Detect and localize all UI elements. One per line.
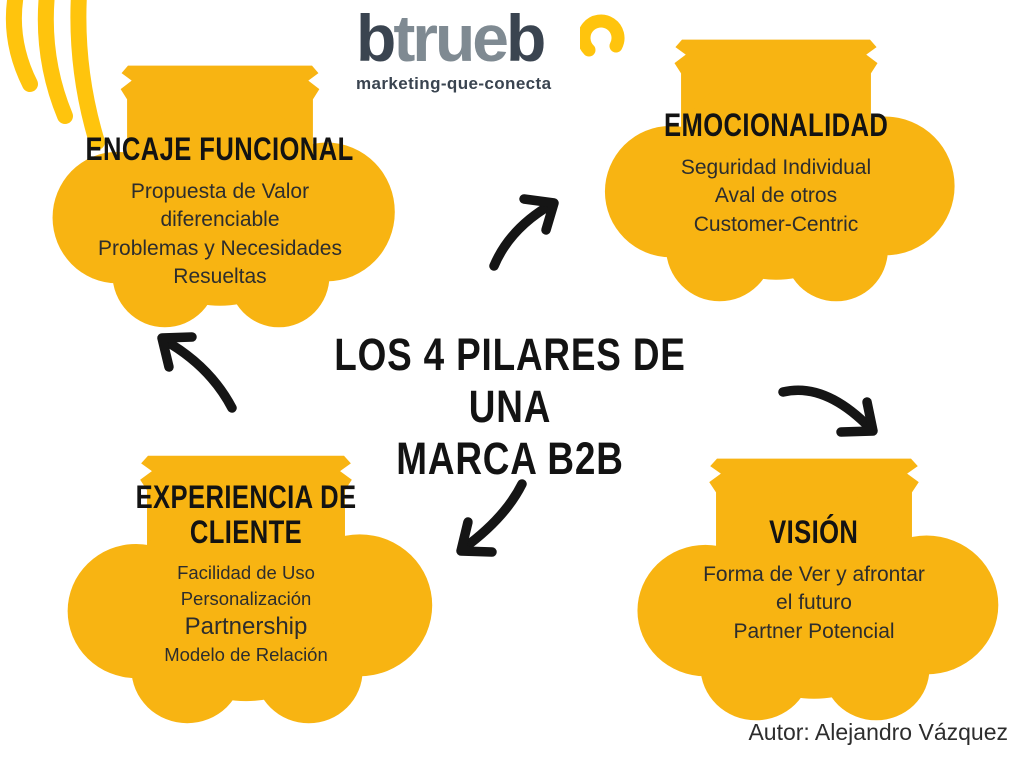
- pillar-text-line: Aval de otros: [714, 184, 838, 208]
- pillar-text-line: Resueltas: [173, 265, 267, 289]
- pillar-emocionalidad: EMOCIONALIDAD Seguridad Individual Aval …: [588, 34, 964, 306]
- arrow-up-right-icon: [489, 194, 559, 271]
- arrow-down-left-icon: [456, 479, 527, 557]
- pillar-text-line: Customer-Centric: [693, 212, 859, 236]
- author-credit: Autor: Alejandro Vázquez: [748, 719, 1008, 745]
- pillar-text-line: Partnership: [184, 613, 308, 641]
- brand-wordmark: btrueb: [356, 1, 551, 75]
- pillar-text-line: Partner Potencial: [733, 619, 895, 643]
- page-title-line2: MARCA B2B: [396, 433, 624, 485]
- pillar-vision: VISIÓN Forma de Ver y afrontar el futuro…: [620, 453, 1008, 725]
- pillar-text-line: Forma de Ver y afrontar: [703, 562, 925, 586]
- pillar-text-line: Problemas y Necesidades: [98, 236, 342, 260]
- arrow-up-left-icon: [157, 332, 237, 413]
- pillar-text-line: Personalización: [180, 587, 312, 609]
- pillar-text-line: Modelo de Relación: [164, 644, 328, 666]
- pillar-text-line: el futuro: [776, 591, 852, 615]
- pillar-text-line: Seguridad Individual: [680, 155, 872, 179]
- brand-letter: b: [356, 1, 396, 75]
- logo-swoosh-icon: [580, 14, 625, 57]
- pillar-title: ENCAJE FUNCIONAL: [85, 131, 355, 167]
- brand-logo: btrueb marketing-que-conecta: [356, 1, 552, 94]
- brand-letter: b: [506, 1, 546, 75]
- page-title-line1: LOS 4 PILARES DE UNA: [334, 329, 686, 433]
- brand-letters: true: [393, 1, 509, 75]
- brand-tagline: marketing-que-conecta: [356, 74, 552, 94]
- pillar-encaje-funcional: ENCAJE FUNCIONAL Propuesta de Valor dife…: [36, 60, 404, 332]
- pillar-title: EMOCIONALIDAD: [663, 107, 889, 143]
- arrow-down-right-icon: [778, 385, 878, 437]
- brush-strokes-decoration: [5, 0, 105, 150]
- pillar-text-line: Propuesta de Valor: [130, 179, 310, 203]
- page-title: LOS 4 PILARES DE UNA MARCA B2B: [326, 329, 695, 486]
- pillar-text-line: diferenciable: [160, 208, 280, 232]
- pillar-text-line: Facilidad de Uso: [177, 562, 315, 584]
- pillar-experiencia-de-cliente: EXPERIENCIA DE CLIENTE Facilidad de Uso …: [50, 450, 442, 728]
- pillar-title: VISIÓN: [769, 514, 859, 550]
- pillar-title: EXPERIENCIA DE CLIENTE: [135, 479, 357, 550]
